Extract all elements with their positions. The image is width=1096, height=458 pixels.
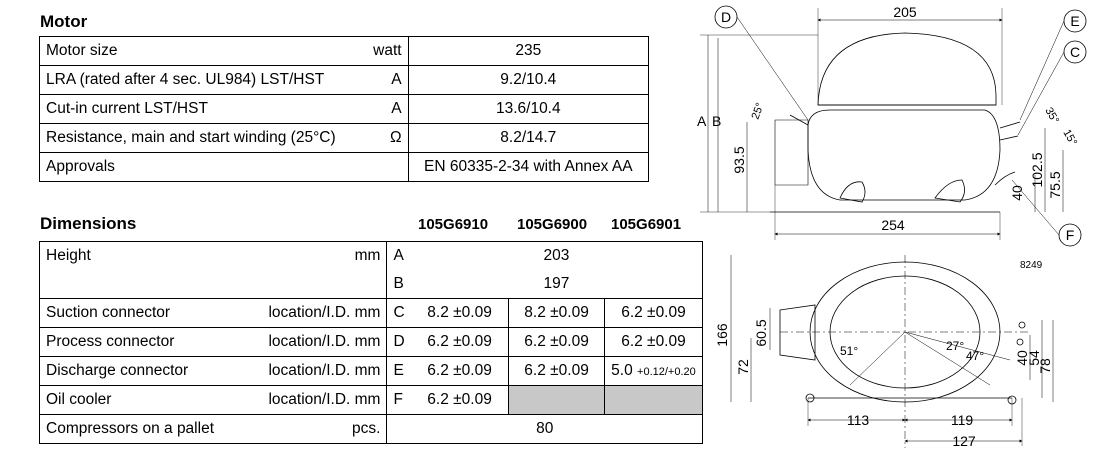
drawing-code: 8249 (1020, 260, 1043, 271)
angle-35: 35° (1042, 106, 1061, 126)
label-d: D (721, 9, 731, 25)
row-label: Discharge connector (39, 356, 250, 386)
angle-27: 27° (946, 339, 964, 353)
dim-254: 254 (881, 217, 905, 233)
row-value: 6.2 ±0.09 (603, 298, 704, 328)
dim-40: 40 (1009, 185, 1025, 201)
angle-15: 15° (1060, 128, 1079, 148)
angle-51: 51° (840, 344, 858, 358)
row-label: Compressors on a pallet (39, 414, 250, 444)
row-code: A (386, 241, 411, 270)
row-value: EN 60335-2-34 with Annex AA (407, 152, 650, 182)
dim-205: 205 (893, 4, 917, 20)
model-header: 105G6901 (611, 216, 682, 233)
row-code: B (386, 270, 411, 299)
row-unit: location/I.D. mm (249, 356, 388, 386)
label-b: B (712, 113, 721, 129)
row-label: LRA (rated after 4 sec. UL984) LST/HST (38, 65, 363, 95)
row-value: 80 (386, 414, 703, 444)
dim-113: 113 (847, 412, 870, 428)
row-unit: A (362, 94, 409, 124)
label-a: A (697, 113, 707, 129)
row-unit: A (362, 65, 409, 95)
table-row: Height mm A 203 (39, 241, 703, 270)
motor-title: Motor (40, 12, 88, 31)
row-value: 5.0 +0.12/+0.20 (603, 356, 704, 386)
row-unit: location/I.D. mm (249, 327, 388, 357)
row-unit: pcs. (249, 414, 388, 444)
table-row: LRA (rated after 4 sec. UL984) LST/HST A… (38, 65, 650, 95)
table-row: B 197 (39, 270, 703, 299)
dim-93-5: 93.5 (731, 146, 747, 173)
table-row: Oil cooler location/I.D. mm F 6.2 ±0.09 (39, 385, 704, 415)
dim-54: 54 (1026, 350, 1042, 366)
model-header: 105G6900 (517, 216, 588, 233)
row-unit: mm (249, 241, 388, 270)
dim-78: 78 (1037, 358, 1053, 374)
row-label: Suction connector (39, 298, 250, 328)
row-value: 6.2 ±0.09 (508, 327, 605, 357)
dim-127: 127 (952, 433, 976, 449)
angle-25: 25° (750, 101, 767, 121)
dim-75-5: 75.5 (1047, 171, 1063, 198)
label-f: F (1066, 227, 1075, 243)
dim-166: 166 (714, 323, 730, 347)
table-row: Compressors on a pallet pcs. 80 (39, 414, 703, 444)
dim-72: 72 (735, 359, 751, 375)
empty-cell (508, 385, 605, 415)
row-label: Approvals (38, 152, 363, 182)
dim-119: 119 (951, 412, 974, 428)
row-unit: watt (362, 36, 409, 66)
row-value: 203 (410, 241, 703, 270)
dimensions-table: Height mm A 203 B 197 Suction connector … (39, 241, 704, 444)
top-view (730, 255, 1054, 448)
dim-60-5: 60.5 (753, 319, 769, 346)
row-unit: Ω (362, 123, 409, 153)
value-tolerance: +0.12/+0.20 (637, 366, 696, 378)
row-value: 6.2 ±0.09 (410, 356, 510, 386)
motor-table: Motor size watt 235 LRA (rated after 4 s… (38, 36, 650, 182)
dim-40: 40 (1014, 350, 1030, 366)
value-main: 5.0 (611, 362, 633, 379)
row-code: F (386, 385, 411, 415)
empty-cell (603, 385, 704, 415)
row-label: Resistance, main and start winding (25°C… (38, 123, 363, 153)
row-label: Process connector (39, 327, 250, 357)
dimensions-title: Dimensions (40, 214, 137, 233)
angle-47: 47° (966, 349, 984, 363)
label-c: C (1070, 44, 1080, 60)
row-label: Cut-in current LST/HST (38, 94, 363, 124)
model-header: 105G6910 (418, 216, 489, 233)
row-unit (362, 152, 409, 182)
row-code: D (386, 327, 411, 357)
dim-102-5: 102.5 (1029, 152, 1045, 187)
side-view (700, 5, 1087, 247)
row-value: 9.2/10.4 (407, 65, 650, 95)
table-row: Approvals EN 60335-2-34 with Annex AA (38, 152, 650, 182)
row-value: 6.2 ±0.09 (410, 385, 510, 415)
table-row: Process connector location/I.D. mm D 6.2… (39, 327, 704, 357)
table-row: Resistance, main and start winding (25°C… (38, 123, 650, 153)
label-e: E (1070, 13, 1079, 29)
row-label: Height (39, 241, 250, 270)
table-row: Cut-in current LST/HST A 13.6/10.4 (38, 94, 650, 124)
